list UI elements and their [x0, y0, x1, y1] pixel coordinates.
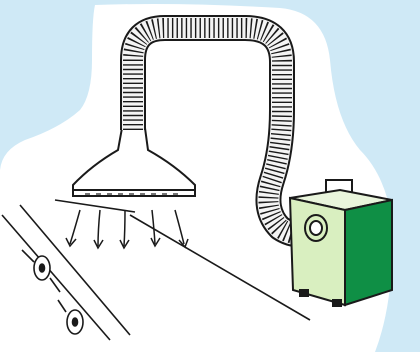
extraction-unit	[290, 180, 392, 306]
unit-front-panel	[290, 198, 345, 305]
unit-side-body	[345, 200, 392, 305]
